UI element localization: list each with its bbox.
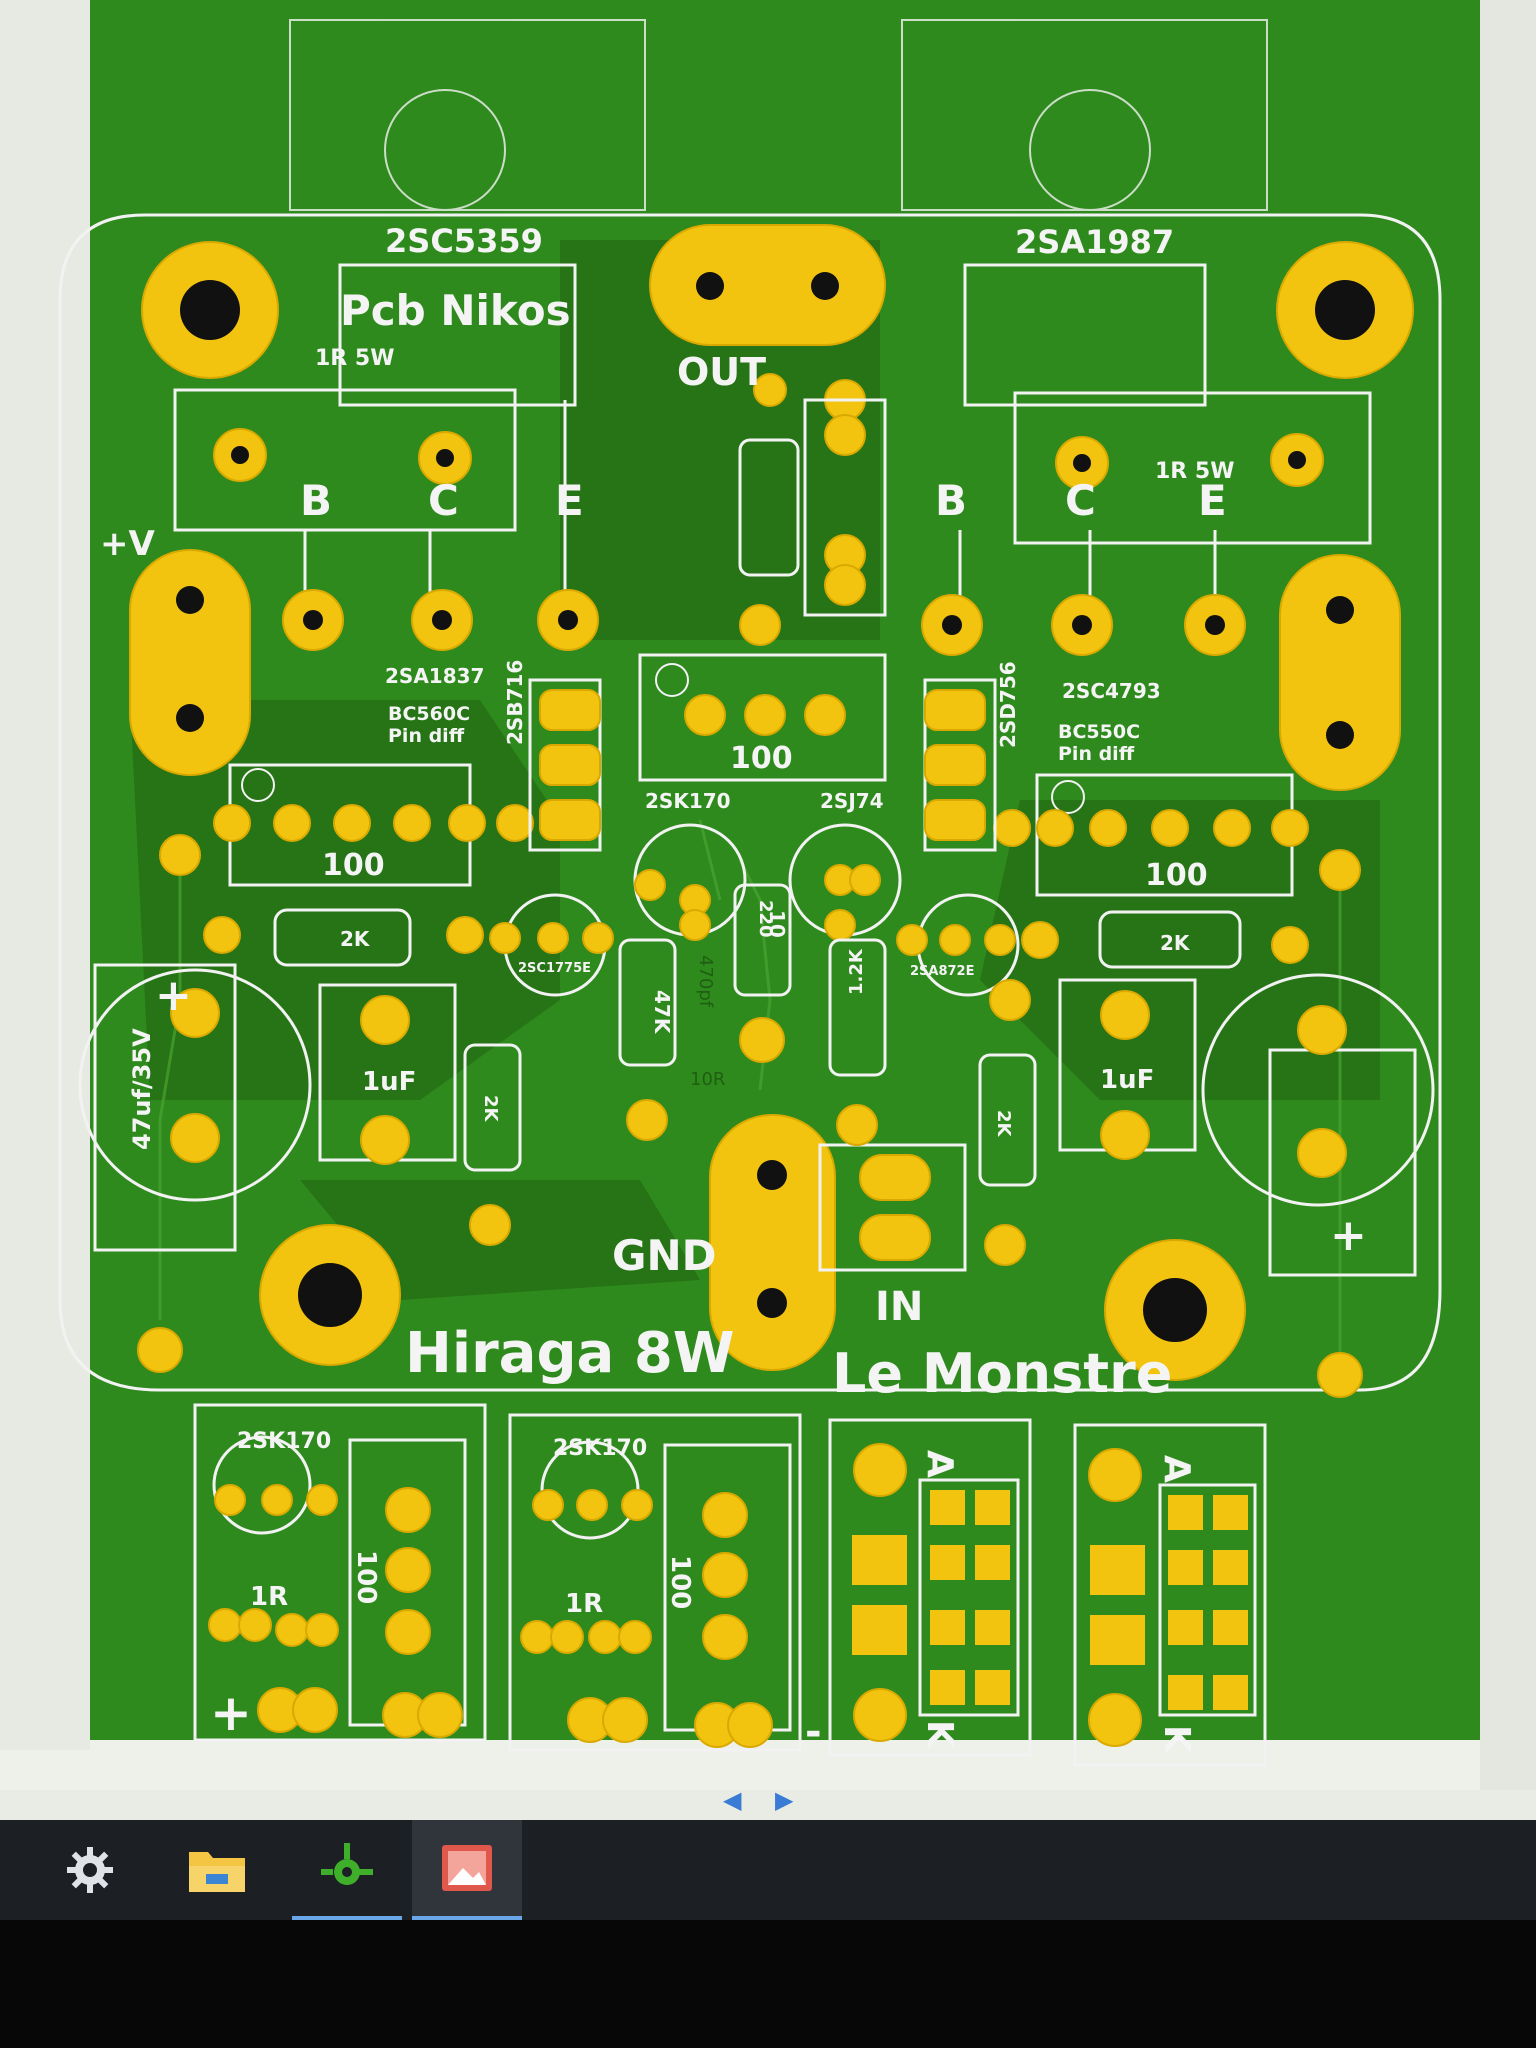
taskbar-pcb-app-button[interactable] bbox=[292, 1820, 402, 1920]
module-plus: + bbox=[210, 1684, 252, 1742]
label-2sa1837: 2SA1837 bbox=[385, 664, 484, 688]
trimmer-center-label: 100 bbox=[730, 741, 793, 776]
pin-b-right: B bbox=[935, 476, 967, 525]
pcb-app-icon bbox=[321, 1843, 373, 1885]
resistor-2k-left: 2K bbox=[340, 927, 371, 951]
image-viewer-icon bbox=[442, 1845, 492, 1891]
pin-e-right: E bbox=[1198, 476, 1227, 525]
label-2sb716: 2SB716 bbox=[503, 660, 527, 745]
cap-plus-right: + bbox=[1330, 1210, 1367, 1261]
resistor-2k-lower-right: 2K bbox=[993, 1110, 1014, 1138]
pin-c-right: C bbox=[1065, 476, 1096, 525]
label-2sc4793: 2SC4793 bbox=[1062, 679, 1161, 703]
gnd-label: GND bbox=[612, 1231, 717, 1280]
cap-47uf: 47uf/35V bbox=[128, 1028, 156, 1150]
label-2sk170-module-1: 2SK170 bbox=[237, 1429, 331, 1454]
taskbar bbox=[0, 1820, 1536, 1920]
resistor-1-2k: 1.2K bbox=[846, 948, 867, 995]
trimmer-module-2: 100 bbox=[665, 1555, 695, 1609]
cap-plus-left: + bbox=[155, 970, 192, 1021]
diode-anode-1: A bbox=[919, 1450, 960, 1478]
board-subtitle: Le Monstre bbox=[832, 1342, 1172, 1405]
cap-470pf: 470pf bbox=[695, 955, 716, 1008]
pcb-layout: 2SC5359 2SA1987 Pcb Nikos OUT +V 1R 5W 1… bbox=[8, 0, 1536, 1790]
module-minus: - bbox=[805, 1709, 822, 1755]
label-2sk170-module-2: 2SK170 bbox=[553, 1436, 647, 1461]
trimmer-left-label: 100 bbox=[322, 848, 385, 883]
label-bc550c: BC550C bbox=[1058, 721, 1140, 743]
pin-b-left: B bbox=[300, 476, 332, 525]
resistor-2k-right: 2K bbox=[1160, 931, 1191, 955]
label-bc560c: BC560C bbox=[388, 703, 470, 725]
next-arrow-icon[interactable]: ▶ bbox=[775, 1786, 794, 1814]
label-2sa1987: 2SA1987 bbox=[1015, 223, 1174, 261]
taskbar-image-viewer-button[interactable] bbox=[412, 1820, 522, 1920]
resistor-10r: 10R bbox=[690, 1069, 725, 1090]
mounting-holes bbox=[141, 241, 1414, 1381]
gear-icon bbox=[67, 1847, 113, 1893]
diode-cathode-2: K bbox=[1156, 1725, 1197, 1754]
author-label: Pcb Nikos bbox=[340, 286, 571, 335]
previous-arrow-icon[interactable]: ◀ bbox=[723, 1786, 742, 1814]
resistor-47k: 47K bbox=[650, 990, 674, 1035]
resistor-2k-lower-left: 2K bbox=[480, 1095, 501, 1123]
resistor-220: 220 bbox=[755, 900, 776, 938]
pin-c-left: C bbox=[428, 476, 459, 525]
taskbar-settings-button[interactable] bbox=[35, 1820, 145, 1920]
diode-cathode-1: K bbox=[919, 1720, 960, 1749]
cap-1uf-left: 1uF bbox=[362, 1067, 416, 1097]
trimmer-module-1: 100 bbox=[351, 1550, 381, 1604]
copper-traces bbox=[130, 240, 1380, 1300]
resistor-1r-module-2: 1R bbox=[565, 1589, 603, 1619]
out-label: OUT bbox=[677, 350, 766, 394]
folder-icon bbox=[189, 1852, 245, 1892]
label-pin-diff-left: Pin diff bbox=[388, 725, 465, 747]
label-2sd756: 2SD756 bbox=[996, 661, 1020, 748]
label-2sc5359: 2SC5359 bbox=[385, 222, 543, 260]
monitor-bezel bbox=[0, 1920, 1536, 2048]
cap-1uf-right: 1uF bbox=[1100, 1065, 1154, 1095]
diode-anode-2: A bbox=[1156, 1455, 1197, 1483]
label-2sc1775e: 2SC1775E bbox=[518, 961, 591, 976]
pin-e-left: E bbox=[555, 476, 584, 525]
taskbar-file-explorer-button[interactable] bbox=[162, 1820, 272, 1920]
image-nav-arrows: ◀ ▶ bbox=[715, 1786, 805, 1816]
label-2sk170-main: 2SK170 bbox=[645, 789, 731, 813]
resistor-1r-module-1: 1R bbox=[250, 1582, 288, 1612]
board-title: Hiraga 8W bbox=[405, 1321, 735, 1386]
vplus-label-left: +V bbox=[100, 524, 155, 564]
resistor-1r5w-left: 1R 5W bbox=[315, 346, 394, 371]
resistor-10: 10 bbox=[765, 910, 789, 938]
through-hole-pads bbox=[213, 373, 1324, 656]
trimmer-right-label: 100 bbox=[1145, 858, 1208, 893]
label-2sa872e: 2SA872E bbox=[910, 964, 975, 979]
label-pin-diff-right: Pin diff bbox=[1058, 743, 1135, 765]
resistor-1r5w-right: 1R 5W bbox=[1155, 459, 1234, 484]
image-viewer-canvas: 2SC5359 2SA1987 Pcb Nikos OUT +V 1R 5W 1… bbox=[8, 0, 1536, 1790]
label-2sj74: 2SJ74 bbox=[820, 789, 884, 813]
in-label: IN bbox=[875, 1284, 923, 1330]
